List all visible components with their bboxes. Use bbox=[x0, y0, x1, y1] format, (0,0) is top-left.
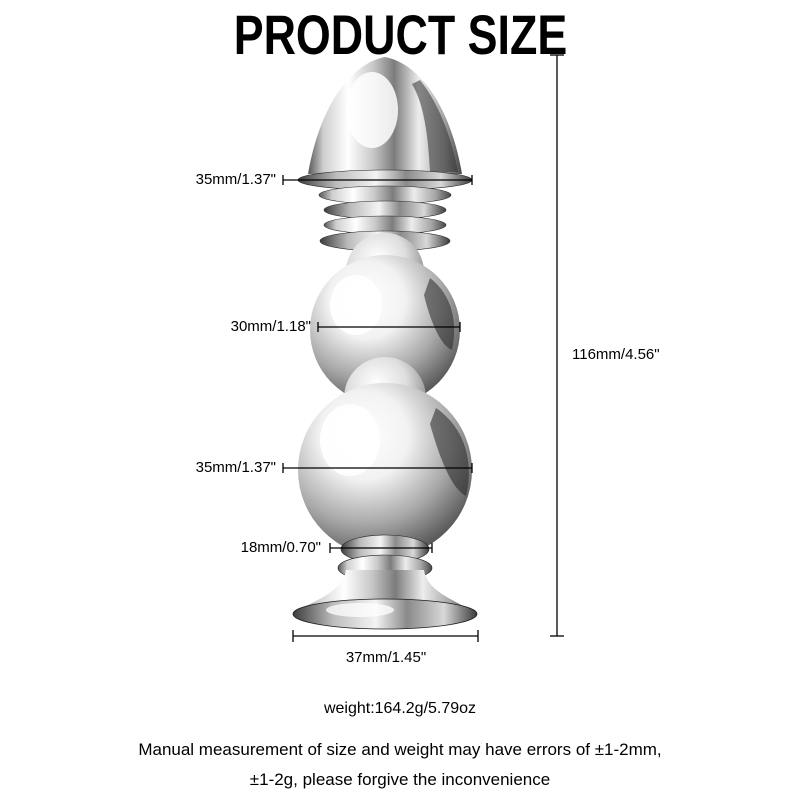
bead-low-reflection bbox=[430, 408, 469, 496]
bead-mid-reflection bbox=[424, 278, 455, 350]
dimension-label-mid-width: 30mm/1.18" bbox=[230, 318, 311, 335]
disclaimer-line1: Manual measurement of size and weight ma… bbox=[138, 740, 662, 759]
title-wrap: PRODUCT SIZE bbox=[0, 6, 800, 64]
page-title: PRODUCT SIZE bbox=[233, 3, 567, 66]
dimension-label-neck-width: 18mm/0.70" bbox=[240, 539, 321, 556]
dimension-label-lower-width: 35mm/1.37" bbox=[195, 459, 276, 476]
weight-text: weight:164.2g/5.79oz bbox=[323, 700, 477, 717]
tip-shadow bbox=[412, 80, 458, 172]
bead-low-highlight bbox=[320, 404, 380, 476]
dimension-label-height: 116mm/4.56" bbox=[572, 346, 660, 363]
base-foot-highlight bbox=[326, 603, 394, 617]
tip-highlight bbox=[346, 72, 398, 148]
disclaimer-line2: ±1-2g, please forgive the inconvenience bbox=[249, 770, 551, 789]
bead-mid-highlight bbox=[330, 275, 382, 335]
dimension-label-base-width: 37mm/1.45" bbox=[345, 649, 427, 666]
dimension-label-top-width: 35mm/1.37" bbox=[195, 171, 276, 188]
